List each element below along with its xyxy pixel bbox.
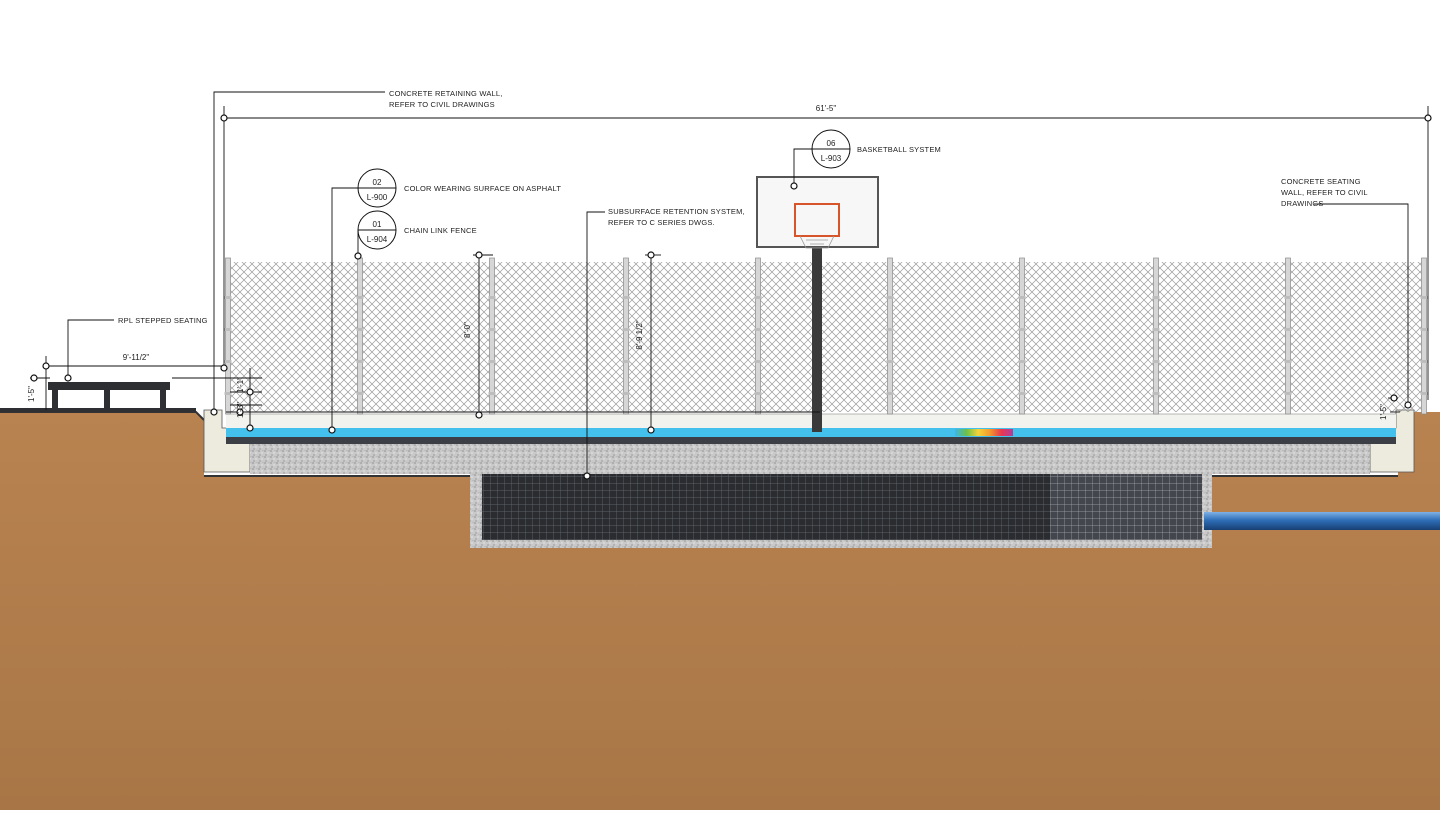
fence-post-band <box>886 328 894 331</box>
fence-post-band <box>754 328 762 331</box>
fence-post <box>1153 257 1159 415</box>
fence-post-band <box>488 360 496 363</box>
chain-link-label: CHAIN LINK FENCE <box>404 226 477 235</box>
fence-post <box>357 257 363 415</box>
basketball-pole <box>812 248 822 432</box>
fence-post-band <box>356 392 364 395</box>
dim-fence-height-2: 8'-9 1/2" <box>635 320 644 349</box>
fence-post-band <box>1152 360 1160 363</box>
stepped-seating-label: RPL STEPPED SEATING <box>118 316 208 325</box>
fence-post-band <box>1018 296 1026 299</box>
fence-post-band <box>1420 360 1428 363</box>
fence-post <box>1019 257 1025 415</box>
fence-post-band <box>754 392 762 395</box>
fence-post-band <box>1284 360 1292 363</box>
fence-post-band <box>1420 328 1428 331</box>
detail-tag-sheet: L-900 <box>367 193 388 202</box>
fence-post-band <box>1018 392 1026 395</box>
subsurface-label-1: SUBSURFACE RETENTION SYSTEM, <box>608 207 745 216</box>
seating-wall-label-3: DRAWINGS <box>1281 199 1324 208</box>
fence-post-band <box>488 328 496 331</box>
detail-tag-sheet: L-904 <box>367 235 388 244</box>
detail-tag-wearing-surface: 02 L-900 <box>357 168 397 208</box>
stepped-seating <box>48 382 170 390</box>
chain-link-mesh <box>228 262 1426 412</box>
detail-tag-num: 06 <box>827 139 836 148</box>
subsurface-label-2: REFER TO C SERIES DWGS. <box>608 218 715 227</box>
retaining-wall-label-1: CONCRETE RETAINING WALL, <box>389 89 503 98</box>
dim-overall-width: 61'-5" <box>816 104 837 113</box>
dim-wall-step-1: 1'-1" <box>236 377 245 393</box>
fence-post-band <box>622 328 630 331</box>
fence-post <box>489 257 495 415</box>
fence-post-band <box>1420 296 1428 299</box>
retention-grid-lit <box>1050 474 1202 540</box>
dim-fence-height-1: 8'-0" <box>463 322 472 338</box>
dim-right-wall-height: 1'-5" <box>1379 404 1388 420</box>
fence-post-band <box>886 296 894 299</box>
fence-post-band <box>754 296 762 299</box>
fence-post-band <box>1284 296 1292 299</box>
dim-seating-width: 9'-11/2" <box>123 353 150 362</box>
fence-post-band <box>1284 328 1292 331</box>
fence-post <box>225 257 231 415</box>
fence-post <box>755 257 761 415</box>
court-color-strip <box>955 429 1013 436</box>
leader-dots <box>30 114 1432 480</box>
fence-post-band <box>1420 392 1428 395</box>
net <box>799 235 835 249</box>
fence-post-band <box>224 392 232 395</box>
court-top-line <box>226 414 1396 428</box>
detail-tag-chain-link: 01 L-904 <box>357 210 397 250</box>
fence-post-band <box>356 360 364 363</box>
detail-tag-sheet: L-903 <box>821 154 842 163</box>
fence-post-band <box>886 360 894 363</box>
detail-tag-num: 01 <box>373 220 382 229</box>
dim-wall-step-2: 1'-3" <box>236 402 245 418</box>
fence-posts <box>224 257 1428 415</box>
detail-tag-basketball: 06 L-903 <box>811 129 851 169</box>
dim-seating-height: 1'-5" <box>27 386 36 402</box>
fence-post-band <box>622 360 630 363</box>
detail-tag-num: 02 <box>373 178 382 187</box>
fence-post-band <box>1152 296 1160 299</box>
fence-post-band <box>1152 328 1160 331</box>
fence-post-band <box>224 296 232 299</box>
fence-post-band <box>224 328 232 331</box>
fence-post <box>1421 257 1427 415</box>
retaining-wall-label-2: REFER TO CIVIL DRAWINGS <box>389 100 495 109</box>
fence-post-band <box>622 392 630 395</box>
fence-post <box>1285 257 1291 415</box>
fence-post-band <box>356 296 364 299</box>
fence-post-band <box>356 328 364 331</box>
fence-post-band <box>1152 392 1160 395</box>
asphalt-layer <box>226 436 1396 444</box>
fence-post-band <box>488 392 496 395</box>
drain-pipe <box>1204 512 1440 530</box>
fence-post-band <box>1018 328 1026 331</box>
seating-wall-label-1: CONCRETE SEATING <box>1281 177 1361 186</box>
gravel-base <box>250 442 1370 474</box>
fence-post-band <box>488 296 496 299</box>
fence-post-band <box>224 360 232 363</box>
leader-lines <box>30 91 1429 476</box>
wearing-surface-label: COLOR WEARING SURFACE ON ASPHALT <box>404 184 561 193</box>
fence-post-band <box>1018 360 1026 363</box>
court-surface <box>226 428 1396 437</box>
fence-post-band <box>1284 392 1292 395</box>
fence-post-band <box>754 360 762 363</box>
fence-post <box>623 257 629 415</box>
seating-wall-label-2: WALL, REFER TO CIVIL <box>1281 188 1368 197</box>
fence-post-band <box>886 392 894 395</box>
fence-post <box>887 257 893 415</box>
basketball-label: BASKETBALL SYSTEM <box>857 145 941 154</box>
fence-post-band <box>622 296 630 299</box>
